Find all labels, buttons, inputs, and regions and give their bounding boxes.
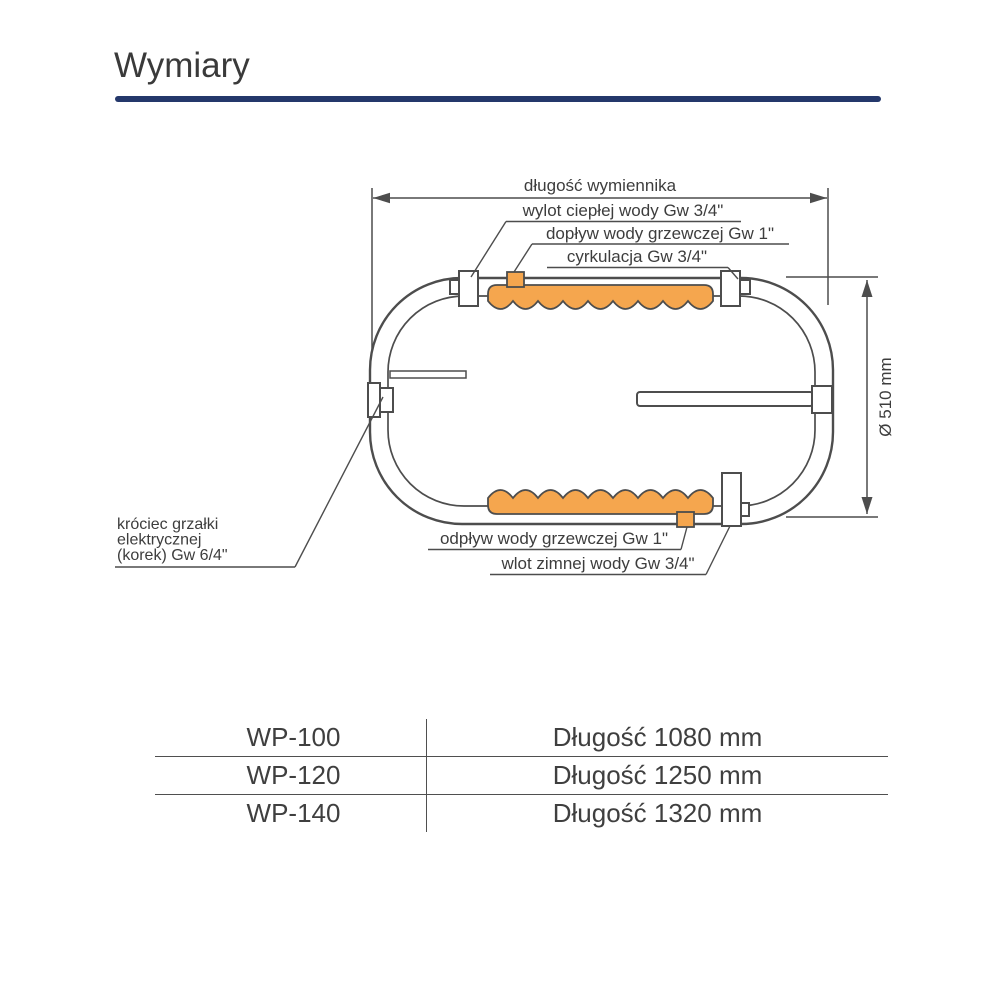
bottom-heating-coil	[487, 489, 714, 515]
fitting-neck	[720, 270, 741, 307]
callout-label: dopływ wody grzewczej Gw 1"	[546, 224, 774, 243]
table-row: WP-120 Długość 1250 mm	[155, 756, 888, 794]
callout-hot-water-outlet: wylot ciepłej wody Gw 3/4"	[470, 201, 741, 278]
length-cell: Długość 1080 mm	[426, 719, 888, 756]
length-cell: Długość 1320 mm	[426, 795, 888, 832]
table-row: WP-140 Długość 1320 mm	[155, 794, 888, 832]
spec-table: WP-100 Długość 1080 mm WP-120 Długość 12…	[155, 719, 888, 832]
model-cell: WP-120	[246, 760, 341, 790]
length-cell: Długość 1250 mm	[426, 757, 888, 794]
callout-leader-line	[470, 221, 507, 278]
callout-leader-line	[727, 267, 739, 280]
tank-dimensions-diagram: długość wymiennika	[115, 176, 895, 576]
callout-leader-line	[294, 396, 384, 568]
pipe-coupler	[811, 385, 833, 414]
callout-label: wlot zimnej wody Gw 3/4"	[500, 554, 694, 573]
callout-label-line2: elektrycznej	[117, 532, 201, 549]
heater-port-plug	[367, 382, 394, 418]
length-dimension-label: długość wymiennika	[524, 176, 677, 195]
callout-label-line3: (korek) Gw 6/4"	[117, 547, 228, 564]
callout-heating-water-outlet: odpływ wody grzewczej Gw 1"	[428, 526, 688, 551]
callout-leader-line	[705, 525, 731, 575]
callout-leader-line	[680, 526, 688, 550]
arrow-right-icon	[810, 192, 827, 204]
outlet-pipe	[636, 391, 814, 407]
thermometer-well-tube	[389, 370, 467, 379]
diameter-dimension: Ø 510 mm	[786, 276, 895, 518]
tank-body	[368, 276, 835, 526]
callout-circulation: cyrkulacja Gw 3/4"	[547, 247, 739, 280]
callout-leader-line	[513, 243, 533, 273]
arrow-down-icon	[861, 497, 873, 514]
callout-cold-water-inlet: wlot zimnej wody Gw 3/4"	[490, 525, 731, 576]
cold-water-inlet-fitting	[721, 472, 750, 527]
length-dimension: długość wymiennika	[371, 176, 829, 376]
model-cell: WP-140	[246, 798, 341, 828]
arrow-up-icon	[861, 280, 873, 297]
model-cell: WP-100	[246, 722, 341, 752]
callout-label-line1: króciec grzałki	[117, 516, 218, 533]
fitting-neck	[458, 270, 479, 307]
title-underline	[115, 96, 881, 102]
hot-water-outlet-fitting	[449, 270, 479, 307]
fitting-neck	[721, 472, 742, 527]
page-title: Wymiary	[114, 46, 250, 85]
heating-outlet-nozzle	[676, 511, 695, 528]
heating-inlet-nozzle	[506, 271, 525, 288]
table-row: WP-100 Długość 1080 mm	[155, 719, 888, 756]
callout-label: odpływ wody grzewczej Gw 1"	[440, 529, 668, 548]
callout-label: wylot ciepłej wody Gw 3/4"	[522, 201, 724, 220]
arrow-left-icon	[373, 192, 390, 204]
callout-heating-water-inlet: dopływ wody grzewczej Gw 1"	[513, 224, 789, 273]
plug-inner	[379, 387, 394, 413]
circulation-fitting	[720, 270, 751, 307]
diameter-dimension-label: Ø 510 mm	[876, 357, 895, 436]
callout-label: cyrkulacja Gw 3/4"	[567, 247, 707, 266]
top-heating-coil	[487, 284, 714, 310]
callout-heater-port: króciec grzałki elektrycznej (korek) Gw …	[115, 396, 384, 568]
plug-outer	[367, 382, 381, 418]
